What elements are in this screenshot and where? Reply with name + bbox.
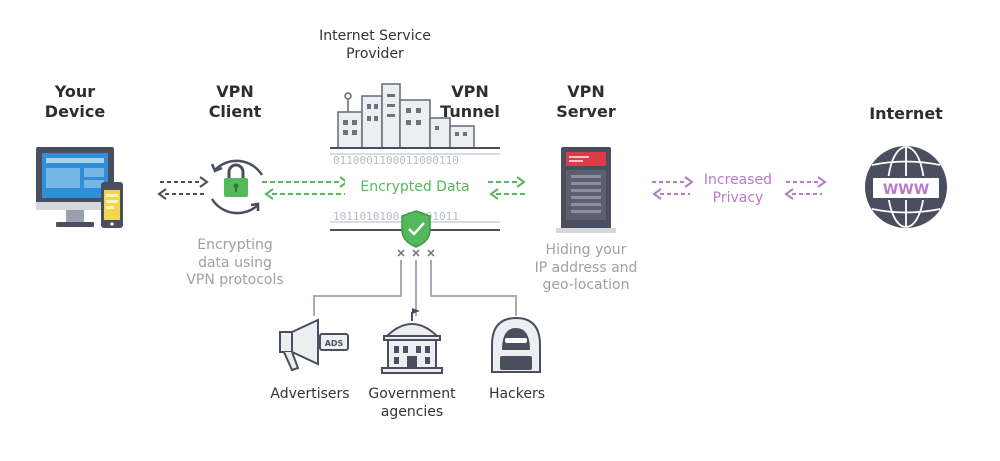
heading-device-line1: Your xyxy=(54,82,96,101)
device-client-arrows xyxy=(160,181,204,195)
isp-line1: Internet Service xyxy=(319,28,431,44)
client-caption-line2: data using xyxy=(198,254,272,271)
tunnel-arrows xyxy=(262,181,526,195)
client-caption: Encrypting data using VPN protocols xyxy=(170,237,300,290)
encrypted-data-label: Encrypted Data xyxy=(345,179,485,197)
privacy-arrows xyxy=(652,181,822,195)
blocked-marks xyxy=(397,249,435,257)
heading-client-line2: Client xyxy=(208,102,262,121)
privacy-label: Increased Privacy xyxy=(690,172,786,207)
heading-client-line1: VPN xyxy=(216,82,254,101)
www-label: WWW xyxy=(883,182,929,198)
padlock-icon xyxy=(210,159,264,215)
binary-top: 0110001100011000110 xyxy=(333,154,459,167)
megaphone-icon xyxy=(279,318,349,372)
server-rack-icon xyxy=(556,147,616,233)
hacker-icon xyxy=(491,316,541,373)
isp-label: Internet Service Provider xyxy=(295,28,455,63)
globe-icon: WWW xyxy=(865,146,947,228)
client-caption-line1: Encrypting xyxy=(197,237,273,253)
ads-label: ADS xyxy=(325,339,344,348)
heading-tunnel-line1: VPN xyxy=(451,82,489,101)
heading-tunnel-line2: Tunnel xyxy=(440,102,500,121)
observer-connectors xyxy=(313,260,517,316)
heading-internet: Internet xyxy=(869,104,943,123)
government-line2: agencies xyxy=(380,403,444,420)
client-caption-line3: VPN protocols xyxy=(186,272,284,288)
heading-vpn-server: VPN Server xyxy=(546,82,626,122)
binary-bottom: 1011010100 01101011 xyxy=(333,210,459,223)
hackers-label: Hackers xyxy=(488,386,546,402)
server-caption: Hiding your IP address and geo-location xyxy=(526,242,646,295)
phone-icon xyxy=(101,182,123,228)
advertisers-label: Advertisers xyxy=(270,386,350,402)
shield-check-icon xyxy=(401,210,431,248)
heading-your-device: Your Device xyxy=(35,82,115,122)
heading-vpn-tunnel: VPN Tunnel xyxy=(430,82,510,122)
computer-icon xyxy=(36,147,114,227)
heading-vpn-client: VPN Client xyxy=(195,82,275,122)
city-windows xyxy=(343,94,467,136)
heading-server-line2: Server xyxy=(556,102,616,121)
isp-line2: Provider xyxy=(346,45,404,62)
building-windows xyxy=(394,308,430,368)
heading-server-line1: VPN xyxy=(567,82,605,101)
privacy-line1: Increased xyxy=(703,172,773,188)
privacy-line2: Privacy xyxy=(712,189,764,206)
government-line1: Government xyxy=(368,386,456,402)
government-label: Government agencies xyxy=(358,386,466,421)
server-caption-line3: geo-location xyxy=(542,277,630,293)
server-caption-line2: IP address and xyxy=(534,259,638,276)
heading-device-line2: Device xyxy=(44,102,106,121)
server-caption-line1: Hiding your xyxy=(545,242,627,258)
